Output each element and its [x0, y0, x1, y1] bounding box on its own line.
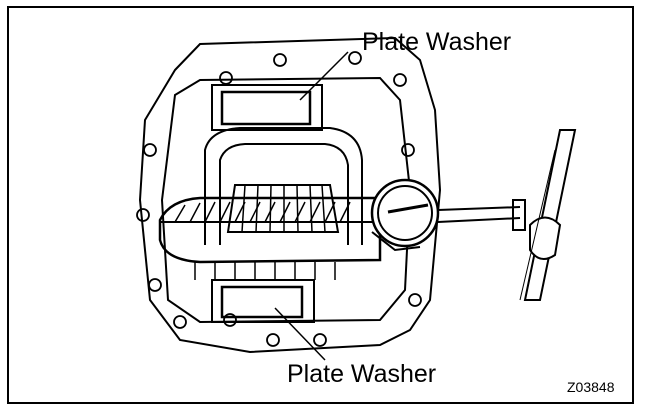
magnetic-stand-rod — [523, 129, 577, 301]
figure-frame — [7, 6, 634, 404]
bottom-plate-washer — [220, 285, 304, 319]
dial-indicator — [370, 178, 440, 248]
bottom-plate-washer-label: Plate Washer — [287, 360, 437, 388]
top-plate-washer-label: Plate Washer — [362, 28, 512, 56]
ring-gear — [158, 196, 382, 264]
figure-code: Z03848 — [567, 379, 615, 395]
bottom-leader-line — [274, 307, 326, 361]
carrier-housing — [138, 36, 442, 354]
top-leader-line — [299, 51, 349, 101]
top-plate-washer — [220, 90, 312, 126]
